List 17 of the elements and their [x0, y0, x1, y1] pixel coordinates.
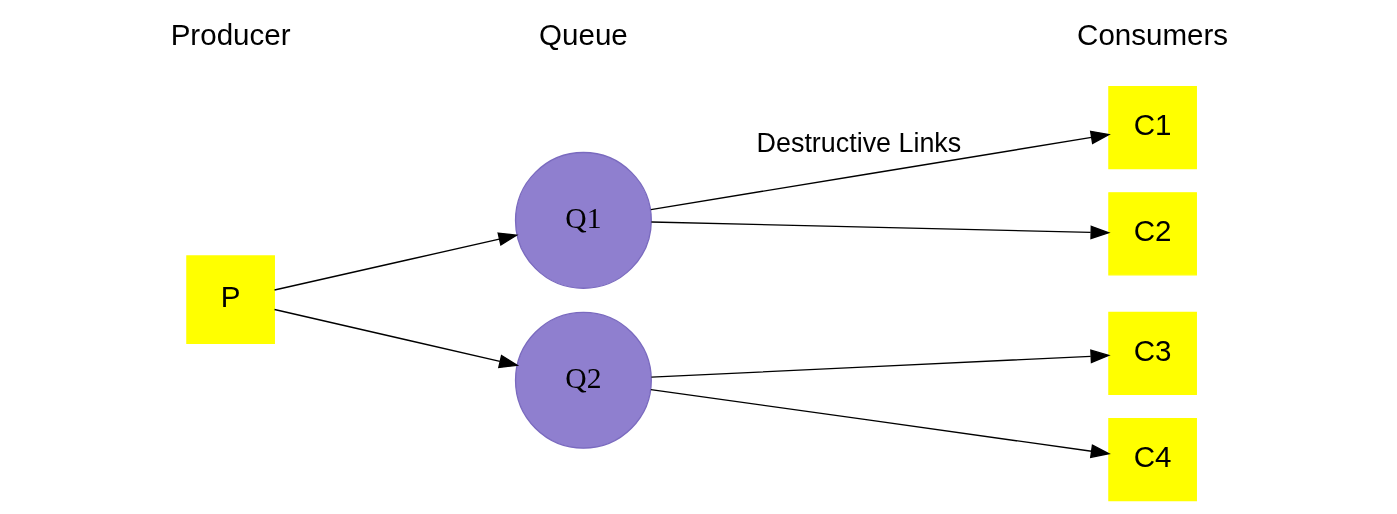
edge-label: Destructive Links [756, 127, 961, 158]
label: Producer [170, 18, 291, 52]
node-circle: Q1 [514, 151, 652, 289]
label: Queue [538, 18, 628, 52]
node-box: C1 [1107, 86, 1197, 170]
label: Consumers [1076, 18, 1228, 52]
node-box: C2 [1107, 192, 1197, 276]
node-box: P [185, 255, 275, 345]
arrow [649, 388, 1111, 459]
node-box: C3 [1107, 311, 1197, 396]
arrow [273, 232, 519, 291]
arrow [650, 349, 1111, 378]
node-circle: Q2 [514, 311, 652, 449]
arrow [650, 221, 1111, 240]
node-box: C4 [1107, 417, 1197, 502]
arrow [649, 130, 1111, 211]
arrow [273, 308, 519, 369]
